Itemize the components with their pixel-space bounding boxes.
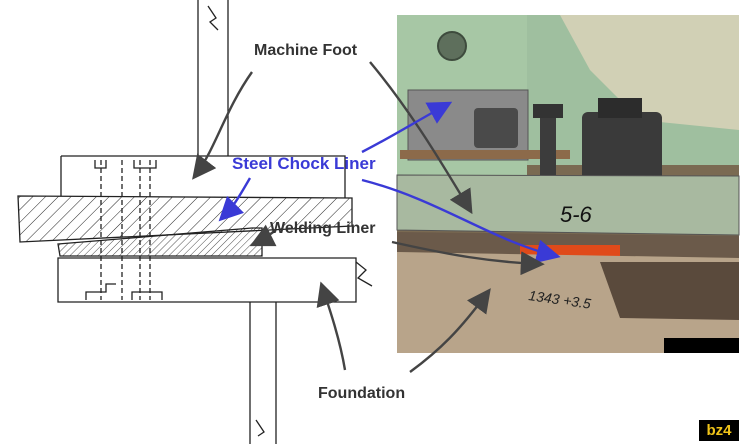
- callouts: [192, 61, 561, 373]
- label-steel-chock-liner: Steel Chock Liner: [232, 154, 376, 173]
- bolt-small: [540, 110, 556, 180]
- corner-badge: bz4: [699, 420, 739, 441]
- label-welding-liner: Welding Liner: [270, 220, 376, 237]
- label-machine-foot: Machine Foot: [254, 42, 358, 59]
- callout-welding-left: [249, 224, 277, 247]
- label-foundation: Foundation: [318, 385, 406, 402]
- callout-foundation-up: [316, 281, 347, 371]
- bolt-head-top: [94, 160, 157, 169]
- callout-chock-photo-up: [361, 101, 453, 154]
- callout-machine-foot-left: [192, 71, 253, 180]
- foundation-column: [249, 302, 277, 444]
- machine-bore: [437, 31, 467, 61]
- rod: [400, 150, 570, 159]
- break-mark: [355, 261, 373, 287]
- plastic-sheet: [560, 15, 739, 130]
- photo-mark-a: 5-6: [560, 202, 593, 227]
- nut-left: [474, 108, 518, 148]
- machine-column: [197, 0, 229, 156]
- bolt-head-bottom: [85, 283, 163, 300]
- foundation-plate: [57, 257, 357, 303]
- callout-machine-foot-right: [369, 61, 473, 215]
- photo-black-block: [664, 338, 739, 353]
- machine-foot-block: [60, 155, 346, 198]
- callout-chock-left: [218, 177, 252, 222]
- callout-welding-right: [391, 240, 545, 276]
- nut-large: [582, 112, 662, 182]
- callout-chock-photo-down: [361, 178, 561, 264]
- foot-plate: [396, 174, 740, 236]
- callout-foundation-right: [409, 288, 491, 373]
- photo: 5-6 1343 +3.5: [396, 15, 740, 353]
